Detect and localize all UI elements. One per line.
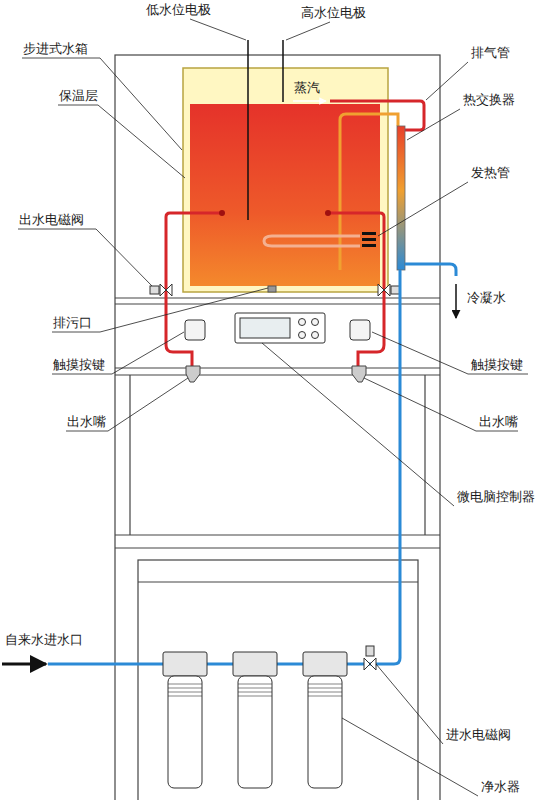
- condensate-arrow: [455, 284, 457, 318]
- condensate-pipe: [405, 264, 456, 276]
- flow-label: 蒸汽: [293, 80, 321, 96]
- cabinet: [115, 55, 440, 800]
- control-panel: [185, 313, 370, 343]
- part-name: 热交换器: [462, 92, 516, 108]
- heat-exchanger: [397, 126, 405, 270]
- filters: [163, 652, 347, 788]
- exhaust-pipe: [330, 101, 424, 130]
- part-name: 冷凝水: [466, 290, 507, 306]
- part-name: 高水位电极: [300, 5, 367, 21]
- part-name: 排污口: [52, 315, 93, 331]
- part-name: 出水嘴: [66, 414, 107, 430]
- outlet-pipes: [166, 213, 384, 366]
- inlet-valve: [364, 646, 376, 670]
- part-name: 净水器: [480, 779, 521, 795]
- inlet-pipe: [48, 270, 400, 664]
- part-name: 触摸按键: [470, 357, 524, 373]
- inlet-arrow: [2, 663, 46, 666]
- nozzles: [186, 366, 366, 382]
- part-name: 发热管: [470, 165, 511, 181]
- leader-lines: [18, 19, 528, 796]
- part-name: 低水位电极: [145, 2, 212, 18]
- part-name: 触摸按键: [52, 357, 106, 373]
- part-name: 步进式水箱: [22, 41, 89, 57]
- part-name: 出水嘴: [478, 414, 519, 430]
- outlet-valves: [150, 284, 400, 296]
- part-name: 排气管: [470, 45, 511, 61]
- part-name: 微电脑控制器: [456, 489, 536, 505]
- part-name: 自来水进水口: [4, 632, 84, 648]
- part-name: 进水电磁阀: [445, 727, 512, 743]
- electrodes: [248, 40, 283, 220]
- steam-arrow: [293, 100, 326, 102]
- part-name: 出水电磁阀: [18, 212, 85, 228]
- part-name: 保温层: [58, 88, 99, 104]
